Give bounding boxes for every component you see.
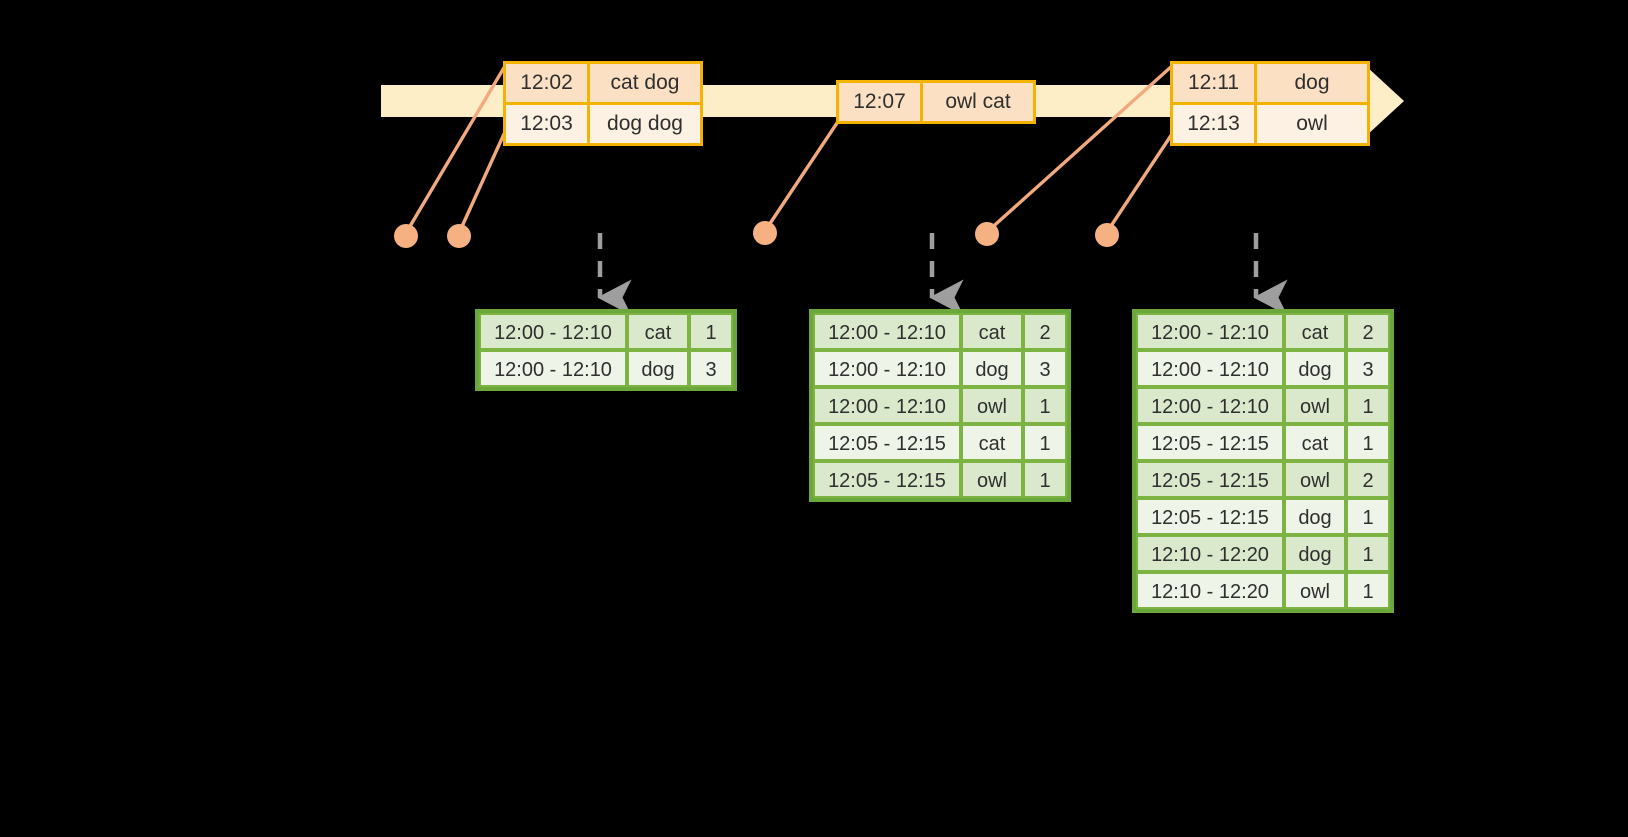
cell-key: owl bbox=[961, 461, 1023, 498]
cell-window: 12:00 - 12:10 bbox=[479, 350, 627, 387]
table-row[interactable]: 12:10 - 12:20 dog 1 bbox=[1136, 535, 1390, 572]
cell-count: 3 bbox=[689, 350, 733, 387]
cell-window: 12:05 - 12:15 bbox=[813, 424, 961, 461]
cell-key: dog bbox=[1284, 350, 1346, 387]
table-row[interactable]: 12:00 - 12:10 owl 1 bbox=[813, 387, 1067, 424]
table-row[interactable]: 12:00 - 12:10 dog 3 bbox=[479, 350, 733, 387]
event-time: 12:03 bbox=[506, 105, 590, 143]
marker-5-dot bbox=[1095, 223, 1119, 247]
table-row[interactable]: 12:00 - 12:10 cat 1 bbox=[479, 313, 733, 350]
table-row[interactable]: 12:05 - 12:15 cat 1 bbox=[1136, 424, 1390, 461]
table-row[interactable]: 12:05 - 12:15 owl 2 bbox=[1136, 461, 1390, 498]
event-row[interactable]: 12:13 owl bbox=[1173, 102, 1367, 143]
table-row[interactable]: 12:05 - 12:15 dog 1 bbox=[1136, 498, 1390, 535]
event-value: dog dog bbox=[590, 105, 700, 143]
cell-key: cat bbox=[627, 313, 689, 350]
cell-key: owl bbox=[1284, 387, 1346, 424]
cell-window: 12:05 - 12:15 bbox=[1136, 424, 1284, 461]
cell-count: 1 bbox=[1346, 535, 1390, 572]
state-table-1[interactable]: 12:00 - 12:10 cat 1 12:00 - 12:10 dog 3 bbox=[475, 309, 737, 391]
cell-count: 2 bbox=[1023, 313, 1067, 350]
cell-key: dog bbox=[1284, 498, 1346, 535]
event-value: dog bbox=[1257, 64, 1367, 102]
table-row[interactable]: 12:00 - 12:10 dog 3 bbox=[1136, 350, 1390, 387]
state-table-2[interactable]: 12:00 - 12:10 cat 2 12:00 - 12:10 dog 3 … bbox=[809, 309, 1071, 502]
table-row[interactable]: 12:05 - 12:15 cat 1 bbox=[813, 424, 1067, 461]
cell-count: 1 bbox=[1023, 387, 1067, 424]
cell-window: 12:10 - 12:20 bbox=[1136, 572, 1284, 609]
event-row[interactable]: 12:11 dog bbox=[1173, 64, 1367, 102]
cell-key: owl bbox=[961, 387, 1023, 424]
cell-count: 1 bbox=[689, 313, 733, 350]
event-markers bbox=[394, 221, 1119, 248]
cell-count: 3 bbox=[1346, 350, 1390, 387]
table-row[interactable]: 12:00 - 12:10 cat 2 bbox=[1136, 313, 1390, 350]
table-row[interactable]: 12:05 - 12:15 owl 1 bbox=[813, 461, 1067, 498]
cell-count: 1 bbox=[1346, 498, 1390, 535]
cell-window: 12:10 - 12:20 bbox=[1136, 535, 1284, 572]
cell-key: cat bbox=[1284, 313, 1346, 350]
cell-count: 1 bbox=[1346, 387, 1390, 424]
cell-key: owl bbox=[1284, 461, 1346, 498]
event-time: 12:13 bbox=[1173, 105, 1257, 143]
connector-line-3 bbox=[763, 118, 841, 233]
cell-count: 1 bbox=[1023, 424, 1067, 461]
connector-line-5 bbox=[1105, 132, 1174, 234]
marker-3-dot bbox=[753, 221, 777, 245]
cell-key: dog bbox=[627, 350, 689, 387]
cell-key: owl bbox=[1284, 572, 1346, 609]
table-row[interactable]: 12:00 - 12:10 dog 3 bbox=[813, 350, 1067, 387]
cell-count: 2 bbox=[1346, 313, 1390, 350]
marker-4-dot bbox=[975, 222, 999, 246]
cell-window: 12:00 - 12:10 bbox=[1136, 387, 1284, 424]
cell-window: 12:05 - 12:15 bbox=[1136, 498, 1284, 535]
cell-count: 2 bbox=[1346, 461, 1390, 498]
event-time: 12:11 bbox=[1173, 64, 1257, 102]
cell-window: 12:00 - 12:10 bbox=[813, 313, 961, 350]
cell-window: 12:05 - 12:15 bbox=[1136, 461, 1284, 498]
table-row[interactable]: 12:00 - 12:10 cat 2 bbox=[813, 313, 1067, 350]
cell-window: 12:00 - 12:10 bbox=[1136, 350, 1284, 387]
marker-1-dot bbox=[394, 224, 418, 248]
state-table-3[interactable]: 12:00 - 12:10 cat 2 12:00 - 12:10 dog 3 … bbox=[1132, 309, 1394, 613]
event-group-2[interactable]: 12:07 owl cat bbox=[836, 80, 1036, 124]
table-row[interactable]: 12:00 - 12:10 owl 1 bbox=[1136, 387, 1390, 424]
event-group-3[interactable]: 12:11 dog 12:13 owl bbox=[1170, 61, 1370, 146]
cell-key: cat bbox=[961, 424, 1023, 461]
connector-line-2 bbox=[457, 132, 506, 235]
dashed-arrows bbox=[597, 233, 1288, 316]
event-time: 12:02 bbox=[506, 64, 590, 102]
cell-key: dog bbox=[1284, 535, 1346, 572]
cell-count: 1 bbox=[1346, 424, 1390, 461]
cell-window: 12:05 - 12:15 bbox=[813, 461, 961, 498]
event-row[interactable]: 12:03 dog dog bbox=[506, 102, 700, 143]
event-value: owl cat bbox=[923, 83, 1033, 121]
marker-2-dot bbox=[447, 224, 471, 248]
event-value: cat dog bbox=[590, 64, 700, 102]
cell-count: 1 bbox=[1346, 572, 1390, 609]
table-row[interactable]: 12:10 - 12:20 owl 1 bbox=[1136, 572, 1390, 609]
connector-line-1 bbox=[404, 64, 507, 235]
event-group-1[interactable]: 12:02 cat dog 12:03 dog dog bbox=[503, 61, 703, 146]
cell-count: 1 bbox=[1023, 461, 1067, 498]
event-row[interactable]: 12:02 cat dog bbox=[506, 64, 700, 102]
cell-key: dog bbox=[961, 350, 1023, 387]
event-time: 12:07 bbox=[839, 83, 923, 121]
event-value: owl bbox=[1257, 105, 1367, 143]
cell-key: cat bbox=[961, 313, 1023, 350]
cell-window: 12:00 - 12:10 bbox=[1136, 313, 1284, 350]
cell-window: 12:00 - 12:10 bbox=[813, 387, 961, 424]
cell-window: 12:00 - 12:10 bbox=[479, 313, 627, 350]
cell-count: 3 bbox=[1023, 350, 1067, 387]
cell-window: 12:00 - 12:10 bbox=[813, 350, 961, 387]
cell-key: cat bbox=[1284, 424, 1346, 461]
event-row[interactable]: 12:07 owl cat bbox=[839, 83, 1033, 121]
